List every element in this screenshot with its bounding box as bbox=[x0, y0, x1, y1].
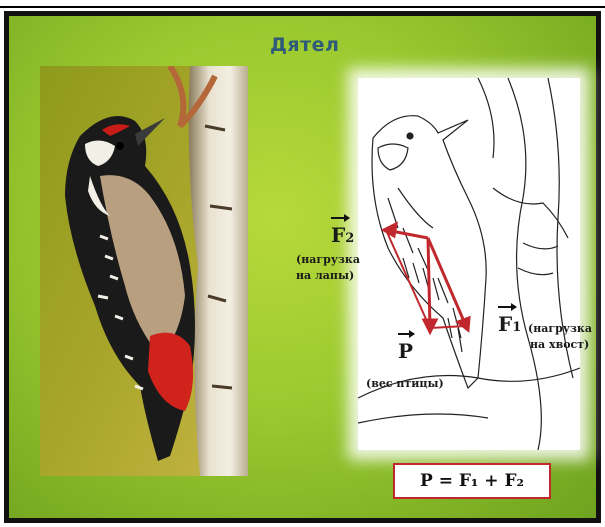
f2-symbol: F bbox=[331, 223, 345, 247]
woodpecker-sketch bbox=[358, 78, 580, 450]
woodpecker-photo bbox=[40, 66, 248, 476]
f1-symbol: F bbox=[498, 312, 512, 336]
f2-vector-arrow bbox=[331, 217, 349, 219]
f2-note-line1: (нагрузка bbox=[296, 253, 360, 266]
f2-note-line2: на лапы) bbox=[296, 269, 354, 282]
f1-subscript: 1 bbox=[512, 320, 521, 335]
f1-label: F1 bbox=[498, 312, 521, 336]
f1-vector-arrow bbox=[498, 306, 516, 308]
p-note: (вес птицы) bbox=[366, 377, 444, 390]
f2-label: F2 bbox=[331, 223, 354, 247]
formula-box: P = F₁ + F₂ bbox=[393, 463, 551, 499]
p-vector-arrow bbox=[398, 333, 414, 335]
f1-note-line1: (нагрузка bbox=[528, 322, 592, 335]
p-label: P bbox=[398, 339, 413, 363]
f2-subscript: 2 bbox=[345, 231, 354, 246]
slide-title: Дятел bbox=[270, 34, 339, 56]
f1-note-line2: на хвост) bbox=[530, 338, 589, 351]
top-rule bbox=[0, 6, 605, 8]
